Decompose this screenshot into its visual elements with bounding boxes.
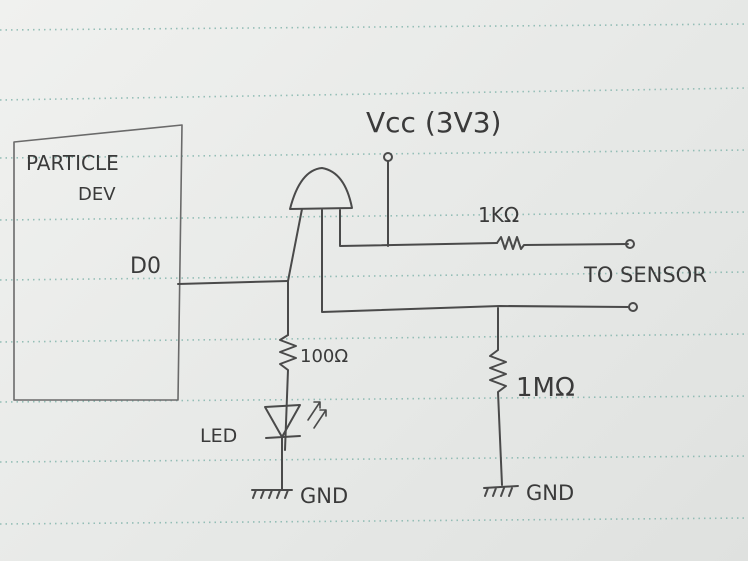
gnd-left-label: GND xyxy=(300,484,348,508)
r2-label: 100Ω xyxy=(300,346,348,367)
ground-left-icon xyxy=(251,437,293,499)
sensor-terminal-top xyxy=(625,239,635,249)
vcc-terminal xyxy=(383,152,393,162)
resistor-1m xyxy=(489,307,507,486)
sensor-terminal-bottom xyxy=(628,302,638,312)
particle-dev-board xyxy=(13,124,183,401)
pin-label-d0: D0 xyxy=(130,254,161,279)
vcc-label: Vcc (3V3) xyxy=(366,106,501,139)
wire-d0 xyxy=(177,280,289,285)
sensor-label: TO SENSOR xyxy=(583,263,707,287)
ground-right-icon xyxy=(483,485,519,497)
transistor-body xyxy=(289,167,353,210)
transistor-leg-middle xyxy=(321,209,629,313)
resistor-1k xyxy=(496,236,629,250)
led-symbol xyxy=(264,404,301,439)
transistor-leg-left xyxy=(287,208,303,336)
board-label-line1: PARTICLE xyxy=(26,151,119,175)
resistor-100 xyxy=(279,334,297,451)
r1-label: 1KΩ xyxy=(478,203,519,227)
board-label-line2: DEV xyxy=(78,184,116,205)
gnd-right-label: GND xyxy=(526,481,574,505)
led-label: LED xyxy=(200,425,237,447)
r3-label: 1MΩ xyxy=(516,373,575,403)
transistor-leg-right xyxy=(339,209,498,247)
ruled-lines xyxy=(0,23,748,525)
led-light-arrows xyxy=(307,401,327,429)
